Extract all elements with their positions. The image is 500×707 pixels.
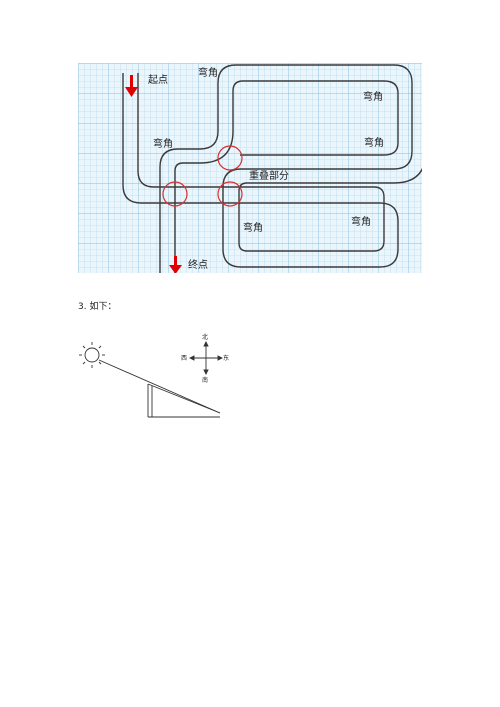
corner-label: 弯角 (364, 136, 384, 149)
track-inner-line-2 (174, 80, 399, 273)
end-arrow-icon (169, 256, 182, 273)
overlap-circle (162, 181, 188, 207)
track-outer-line (122, 64, 413, 273)
grid-lines (78, 63, 422, 273)
start-arrow-icon (125, 75, 138, 97)
sun-icon (79, 342, 105, 368)
corner-label: 弯角 (243, 221, 263, 234)
compass-west-label: 西 (181, 355, 187, 362)
start-label: 起点 (148, 74, 168, 86)
corner-label: 弯角 (153, 137, 173, 150)
corner-label: 弯角 (198, 66, 218, 79)
slope-shape (98, 359, 221, 418)
corner-label: 弯角 (363, 90, 383, 103)
track-grid-figure: 起点 弯角 弯角 弯角 弯角 重叠部分 弯角 弯角 终点 (78, 63, 422, 273)
overlap-circle (217, 181, 243, 207)
compass-south-label: 南 (202, 376, 208, 384)
compass-icon (188, 340, 224, 376)
sun-slope-figure: 北 南 西 东 (79, 333, 229, 418)
track-inner-line (137, 73, 422, 252)
compass-north-label: 北 (202, 333, 208, 341)
question-label: 3. 如下： (78, 302, 117, 312)
corner-label: 弯角 (351, 215, 371, 228)
compass-east-label: 东 (223, 354, 229, 362)
overlap-label: 重叠部分 (249, 169, 289, 182)
end-label: 终点 (188, 258, 208, 271)
overlap-circle (217, 145, 243, 171)
